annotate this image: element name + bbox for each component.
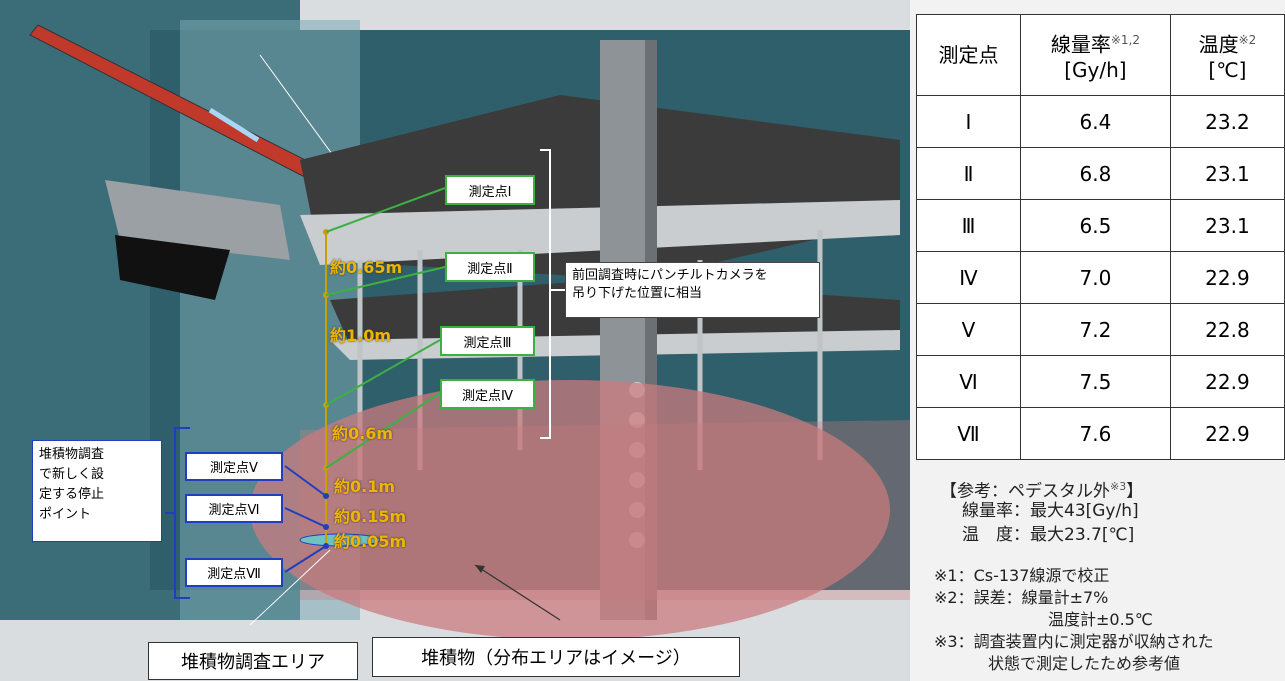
cell-dose: 7.0	[1019, 251, 1171, 304]
cell-point: Ⅳ	[916, 251, 1021, 304]
cell-temp: 23.1	[1169, 147, 1285, 200]
survey-area-label: 堆積物調査エリア	[148, 642, 358, 680]
cell-point: Ⅴ	[916, 303, 1021, 356]
distance-2: 約1.0m	[330, 326, 392, 345]
point-3-label: 測定点Ⅲ	[440, 326, 535, 356]
point-5-label: 測定点Ⅴ	[185, 452, 283, 481]
reference-temp: 温 度：最大23.7[℃]	[962, 525, 1135, 545]
reference-title: 【参考：ペデスタル外※3】	[940, 480, 1144, 502]
deposit-label: 堆積物（分布エリアはイメージ）	[372, 637, 740, 677]
cell-temp: 23.1	[1169, 199, 1285, 252]
cell-temp: 22.9	[1169, 407, 1285, 460]
distance-3: 約0.6m	[332, 424, 394, 443]
header-temp: 温度※2[℃]	[1169, 14, 1285, 96]
cell-point: Ⅵ	[916, 355, 1021, 408]
distance-6: 約0.05m	[334, 532, 407, 551]
previous-position-callout: 前回調査時にパンチルトカメラを 吊り下げた位置に相当	[565, 262, 820, 318]
cell-temp: 23.2	[1169, 95, 1285, 148]
new-stop-point-callout: 堆積物調査 で新しく設 定する停止 ポイント	[32, 440, 162, 542]
point-6-label: 測定点Ⅵ	[185, 494, 283, 523]
cell-dose: 7.5	[1019, 355, 1171, 408]
footnote-3a: ※3：調査装置内に測定器が収納された	[934, 632, 1214, 651]
cell-dose: 6.4	[1019, 95, 1171, 148]
cell-temp: 22.8	[1169, 303, 1285, 356]
distance-1: 約0.65m	[330, 258, 403, 277]
header-point: 測定点	[916, 14, 1021, 96]
footnote-1: ※1：Cs-137線源で校正	[934, 566, 1110, 585]
cell-dose: 7.6	[1019, 407, 1171, 460]
cell-point: Ⅶ	[916, 407, 1021, 460]
cell-point: Ⅰ	[916, 95, 1021, 148]
point-1-label: 測定点Ⅰ	[445, 175, 535, 205]
cell-point: Ⅱ	[916, 147, 1021, 200]
reference-dose: 線量率：最大43[Gy/h]	[962, 501, 1139, 521]
footnote-3b: 状態で測定したため参考値	[988, 654, 1181, 673]
cell-dose: 6.8	[1019, 147, 1171, 200]
distance-5: 約0.15m	[334, 507, 407, 526]
structure-illustration	[0, 0, 910, 681]
cell-temp: 22.9	[1169, 355, 1285, 408]
header-dose: 線量率※1,2[Gy/h]	[1019, 14, 1171, 96]
footnote-2b: 温度計±0.5℃	[1048, 610, 1153, 629]
cell-temp: 22.9	[1169, 251, 1285, 304]
footnote-2a: ※2：誤差：線量計±7%	[934, 588, 1109, 607]
point-2-label: 測定点Ⅱ	[445, 252, 535, 282]
cell-point: Ⅲ	[916, 199, 1021, 252]
cell-dose: 7.2	[1019, 303, 1171, 356]
distance-4: 約0.1m	[334, 477, 396, 496]
point-7-label: 測定点Ⅶ	[185, 558, 283, 587]
point-4-label: 測定点Ⅳ	[440, 379, 535, 409]
cell-dose: 6.5	[1019, 199, 1171, 252]
